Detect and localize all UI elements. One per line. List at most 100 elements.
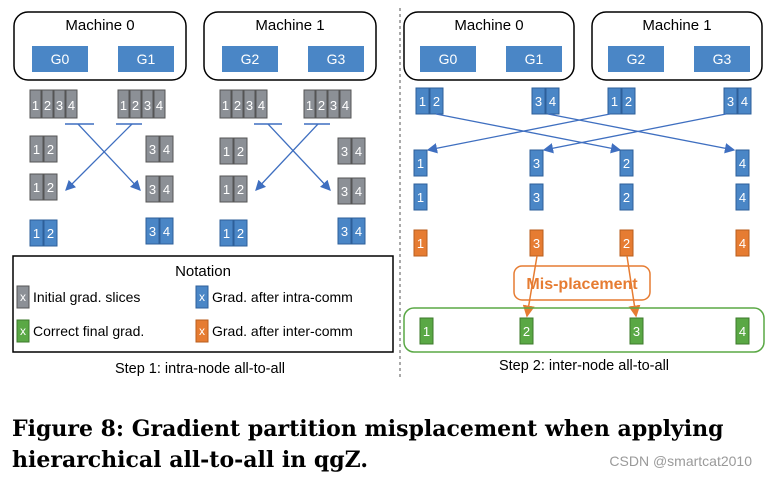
notation-green-swatch <box>16 319 30 343</box>
svg-text:3: 3 <box>341 144 348 159</box>
svg-text:1: 1 <box>120 98 127 113</box>
step2-arrow-3 <box>426 113 611 154</box>
misplacement-box <box>513 265 651 301</box>
step2-g3-start: 3 4 <box>723 87 752 115</box>
svg-text:4: 4 <box>156 98 163 113</box>
step1-g0-row1: 1 2 <box>29 135 58 163</box>
svg-text:1: 1 <box>417 236 424 251</box>
diagram: Machine 0 G0 G1 Machine 1 G2 G3 1 2 3 4 … <box>12 8 765 378</box>
step1-initial-g3: 1 2 3 4 <box>303 89 352 119</box>
step1-g3-row1: 3 4 <box>337 137 366 165</box>
caption-line-2: hierarchical all-to-all in qgZ. <box>12 447 369 473</box>
notation-orange-swatch <box>195 319 209 343</box>
svg-text:3: 3 <box>149 142 156 157</box>
step2-panel: Machine 0 G0 G1 Machine 1 G2 G3 1 2 3 4 … <box>403 11 765 374</box>
step1-g3-result: 3 4 <box>337 217 366 245</box>
step1-g2-row2: 1 2 <box>219 175 248 203</box>
svg-text:3: 3 <box>341 224 348 239</box>
step2-g1-start: 3 4 <box>531 87 560 115</box>
svg-text:2: 2 <box>234 98 241 113</box>
figure-caption: Figure 8: Gradient partition misplacemen… <box>12 414 752 476</box>
notation-gray-swatch <box>16 285 30 309</box>
step2-g1-final: 2 <box>519 317 534 345</box>
svg-text:2: 2 <box>623 190 630 205</box>
step2-g0-recv1: 1 <box>413 149 428 177</box>
step2-arrow-1 <box>435 113 622 154</box>
step2-g3-final: 4 <box>735 317 750 345</box>
svg-text:G1: G1 <box>525 51 544 67</box>
notation-title: Notation <box>175 263 231 280</box>
step2-g2-start: 1 2 <box>607 87 636 115</box>
notation-final-label: Correct final grad. <box>33 323 144 339</box>
step2-label: Step 2: inter-node all-to-all <box>499 358 669 374</box>
step2-g2-recv1: 2 <box>619 149 634 177</box>
svg-text:3: 3 <box>341 184 348 199</box>
svg-text:4: 4 <box>163 182 170 197</box>
svg-text:3: 3 <box>535 94 542 109</box>
svg-text:4: 4 <box>739 190 746 205</box>
step1-initial-g1: 1 2 3 4 <box>117 89 166 119</box>
caption-line-1: Figure 8: Gradient partition misplacemen… <box>12 416 724 442</box>
svg-text:1: 1 <box>33 142 40 157</box>
step1-machine1-title: Machine 1 <box>255 17 324 34</box>
step1-gpu-g1 <box>118 46 174 72</box>
step1-arrow-m0-a <box>77 123 141 191</box>
svg-text:2: 2 <box>237 144 244 159</box>
svg-text:2: 2 <box>433 94 440 109</box>
svg-text:3: 3 <box>533 190 540 205</box>
svg-text:2: 2 <box>237 182 244 197</box>
step1-arrow-m1-a <box>267 123 331 191</box>
svg-text:x: x <box>20 290 26 304</box>
step1-machine0-title: Machine 0 <box>65 17 134 34</box>
svg-text:4: 4 <box>355 144 362 159</box>
svg-text:G3: G3 <box>713 51 732 67</box>
step2-machine0-box <box>403 11 575 81</box>
step2-g0-final: 1 <box>419 317 434 345</box>
svg-text:4: 4 <box>355 224 362 239</box>
step2-gpu-g1 <box>506 46 562 72</box>
svg-text:3: 3 <box>533 156 540 171</box>
svg-text:4: 4 <box>355 184 362 199</box>
notation-box: Notation x Initial grad. slices x Grad. … <box>12 255 394 353</box>
step1-initial-g2: 1 2 3 4 <box>219 89 268 119</box>
step1-arrow-m1-b <box>255 123 319 191</box>
svg-text:2: 2 <box>44 98 51 113</box>
svg-text:1: 1 <box>423 324 430 339</box>
svg-text:3: 3 <box>246 98 253 113</box>
final-gradients-box <box>403 307 765 353</box>
step2-machine1-box <box>591 11 763 81</box>
step2-g3-recv2: 4 <box>735 183 750 211</box>
step1-panel: Machine 0 G0 G1 Machine 1 G2 G3 1 2 3 4 … <box>12 11 394 377</box>
svg-text:3: 3 <box>727 94 734 109</box>
svg-text:1: 1 <box>417 190 424 205</box>
step1-g1-result: 3 4 <box>145 217 174 245</box>
svg-text:3: 3 <box>330 98 337 113</box>
step2-g3-recv1: 4 <box>735 149 750 177</box>
svg-text:x: x <box>199 290 205 304</box>
step2-g3-inter: 4 <box>735 229 750 257</box>
step1-gpu-g3-label: G3 <box>327 51 346 67</box>
step2-machine0-title: Machine 0 <box>454 17 523 34</box>
svg-text:3: 3 <box>56 98 63 113</box>
step1-machine1-box <box>203 11 377 81</box>
step2-g0-recv2: 1 <box>413 183 428 211</box>
step2-machine1-title: Machine 1 <box>642 17 711 34</box>
svg-text:x: x <box>199 324 205 338</box>
step2-g2-final: 3 <box>629 317 644 345</box>
svg-text:3: 3 <box>633 324 640 339</box>
svg-text:4: 4 <box>739 236 746 251</box>
step1-initial-g0: 1 2 3 4 <box>29 89 78 119</box>
step1-g0-result: 1 2 <box>29 219 58 247</box>
svg-text:2: 2 <box>237 226 244 241</box>
svg-text:1: 1 <box>33 180 40 195</box>
misplacement-arrow-2 <box>626 255 641 318</box>
step2-arrow-4 <box>542 113 727 154</box>
step2-g1-inter: 3 <box>529 229 544 257</box>
step1-gpu-g0 <box>32 46 88 72</box>
step1-g1-row2: 3 4 <box>145 175 174 203</box>
svg-text:3: 3 <box>533 236 540 251</box>
step1-gpu-g2 <box>222 46 278 72</box>
notation-inter-label: Grad. after inter-comm <box>212 323 353 339</box>
svg-text:3: 3 <box>149 182 156 197</box>
svg-text:2: 2 <box>47 142 54 157</box>
